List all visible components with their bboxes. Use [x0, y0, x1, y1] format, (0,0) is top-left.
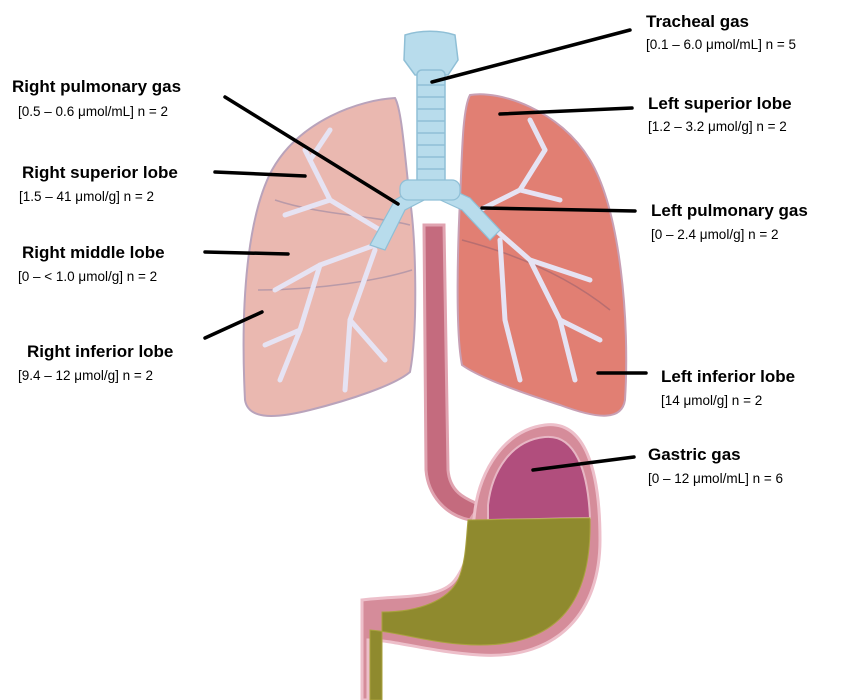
- label-range: [14 μmol/g] n = 2: [661, 392, 795, 410]
- label-right-pulmonary-gas: Right pulmonary gas [0.5 – 0.6 μmol/mL] …: [12, 76, 181, 121]
- label-name: Right inferior lobe: [27, 341, 173, 362]
- label-range: [0.5 – 0.6 μmol/mL] n = 2: [18, 103, 181, 121]
- label-name: Left superior lobe: [648, 93, 792, 114]
- label-range: [0 – 12 μmol/mL] n = 6: [648, 470, 783, 488]
- leader-right-middle: [205, 252, 288, 254]
- label-right-inferior-lobe: Right inferior lobe [9.4 – 12 μmol/g] n …: [27, 341, 173, 385]
- larynx: [404, 31, 458, 75]
- label-name: Right superior lobe: [22, 162, 178, 183]
- trachea: [417, 70, 445, 190]
- label-tracheal-gas: Tracheal gas [0.1 – 6.0 μmol/mL] n = 5: [646, 11, 796, 54]
- label-range: [0.1 – 6.0 μmol/mL] n = 5: [646, 36, 796, 54]
- label-gastric-gas: Gastric gas [0 – 12 μmol/mL] n = 6: [648, 444, 783, 488]
- leader-tracheal: [432, 30, 630, 82]
- label-range: [1.5 – 41 μmol/g] n = 2: [19, 188, 178, 206]
- label-range: [0 – 2.4 μmol/g] n = 2: [651, 226, 808, 244]
- label-right-middle-lobe: Right middle lobe [0 – < 1.0 μmol/g] n =…: [22, 242, 165, 286]
- label-name: Gastric gas: [648, 444, 783, 465]
- label-left-superior-lobe: Left superior lobe [1.2 – 3.2 μmol/g] n …: [648, 93, 792, 136]
- label-range: [0 – < 1.0 μmol/g] n = 2: [18, 268, 165, 286]
- label-range: [9.4 – 12 μmol/g] n = 2: [18, 367, 173, 385]
- label-name: Tracheal gas: [646, 11, 796, 32]
- right-lung: [244, 98, 416, 416]
- label-right-superior-lobe: Right superior lobe [1.5 – 41 μmol/g] n …: [22, 162, 178, 206]
- label-name: Left pulmonary gas: [651, 200, 808, 221]
- label-range: [1.2 – 3.2 μmol/g] n = 2: [648, 118, 792, 136]
- label-left-inferior-lobe: Left inferior lobe [14 μmol/g] n = 2: [661, 366, 795, 410]
- label-left-pulmonary-gas: Left pulmonary gas [0 – 2.4 μmol/g] n = …: [651, 200, 808, 244]
- label-name: Left inferior lobe: [661, 366, 795, 387]
- label-name: Right pulmonary gas: [12, 76, 181, 97]
- label-name: Right middle lobe: [22, 242, 165, 263]
